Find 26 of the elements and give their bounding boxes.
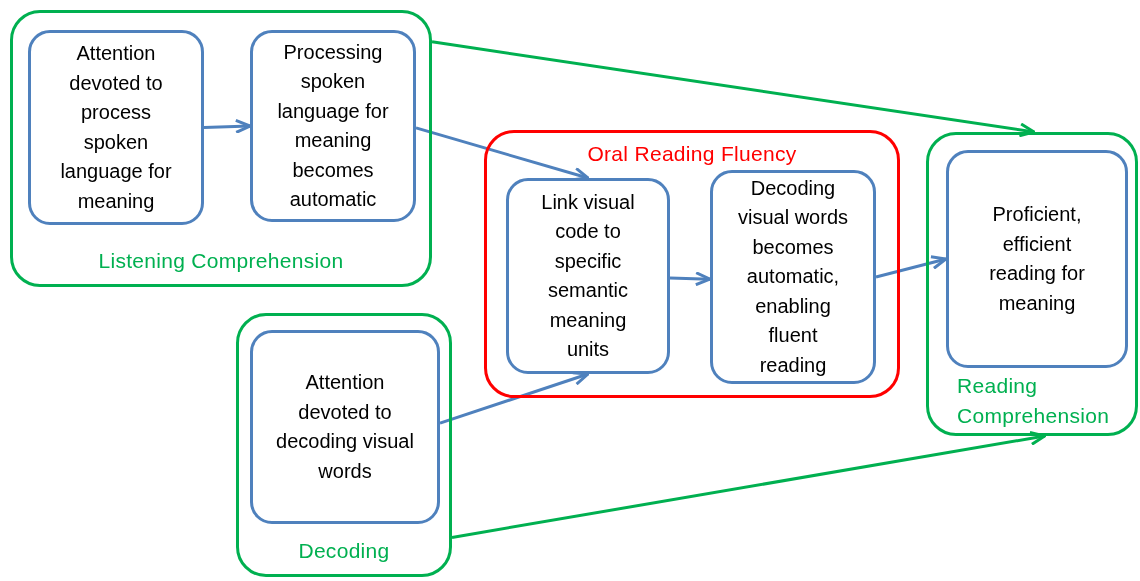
arrow <box>431 40 1036 138</box>
arrow <box>875 255 948 279</box>
process-box <box>250 30 416 222</box>
box-text: Attention devoted to decoding visual words <box>275 370 415 484</box>
box-text: Link visual code to specific semantic meaning units <box>540 189 636 362</box>
box-text: Attention devoted to process spoken language for meaning <box>59 41 173 214</box>
box-text: Decoding visual words becomes automatic, enabling fluent reading <box>736 175 849 378</box>
box-text: Processing spoken language for meaning becomes automatic <box>276 39 390 212</box>
process-box <box>250 330 440 524</box>
process-box <box>946 150 1128 368</box>
group-label: Listening Comprehension <box>97 248 345 274</box>
process-box <box>28 30 204 225</box>
group-panel <box>10 10 432 287</box>
group-panel <box>926 132 1138 436</box>
group-panel <box>236 313 452 577</box>
group-panel <box>484 130 900 398</box>
group-label: Reading Comprehension <box>957 373 1111 429</box>
box-text: Proficient, efficient reading for meaning <box>988 202 1086 316</box>
arrow <box>451 430 1047 539</box>
arrow <box>203 118 252 134</box>
group-label: Decoding <box>297 538 391 564</box>
arrow <box>669 271 712 287</box>
arrow <box>439 371 590 425</box>
process-box <box>710 170 876 384</box>
group-label: Oral Reading Fluency <box>586 141 798 167</box>
process-box <box>506 178 670 374</box>
